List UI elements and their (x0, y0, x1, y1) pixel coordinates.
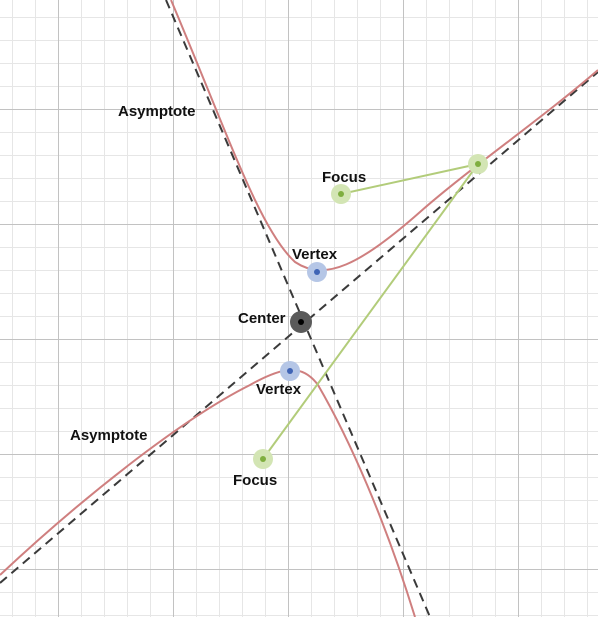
asymptote-line-steep (165, 0, 431, 617)
asymptote-label-top: Asymptote (118, 103, 196, 120)
focus-label-top: Focus (322, 169, 366, 186)
vertex-label-top: Vertex (292, 246, 338, 263)
vertex-label-bottom: Vertex (256, 381, 302, 398)
center-point[interactable] (290, 311, 312, 333)
focal-line-lower (262, 163, 479, 460)
vertex-point-upper[interactable] (307, 262, 327, 282)
focal-line-upper (340, 163, 479, 195)
vertex-point-lower[interactable] (280, 361, 300, 381)
hyperbola-lower-branch (0, 369, 416, 617)
curve-point[interactable] (468, 154, 488, 174)
asymptote-label-bottom: Asymptote (70, 427, 148, 444)
focus-label-bottom: Focus (233, 472, 277, 489)
focus-point-upper[interactable] (331, 184, 351, 204)
hyperbola-upper-branch (170, 0, 598, 271)
focus-point-lower[interactable] (253, 449, 273, 469)
center-label: Center (238, 310, 286, 327)
